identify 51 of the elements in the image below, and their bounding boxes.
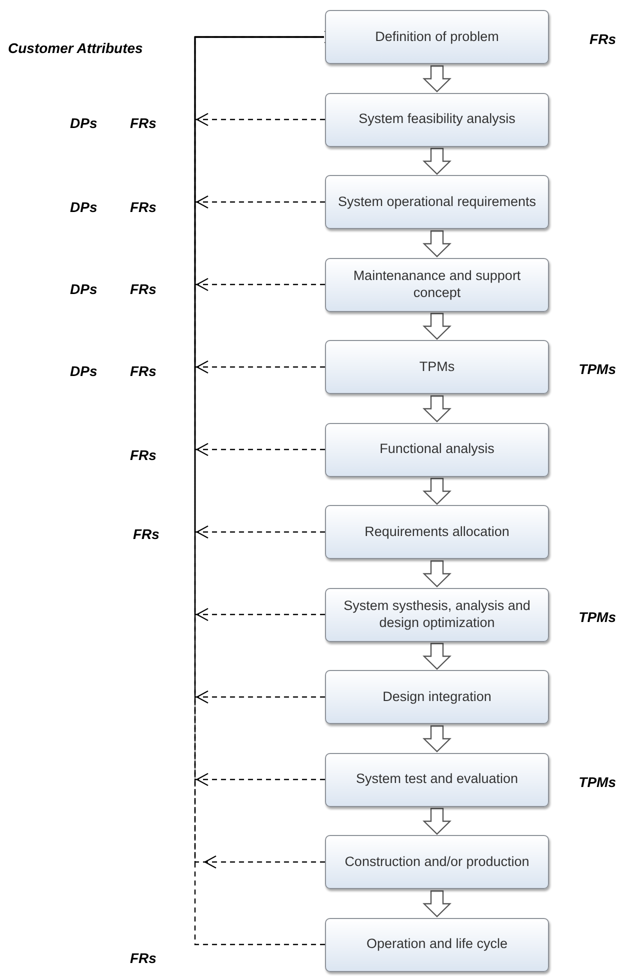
process-box [325, 92, 549, 146]
side-label: TPMs [578, 608, 616, 624]
block-arrow [422, 725, 452, 752]
side-label: TPMs [578, 361, 616, 377]
step-label: TPMs [419, 358, 455, 376]
step-label: Functional analysis [380, 441, 494, 458]
side-label: FRs [133, 526, 160, 542]
block-arrow [422, 148, 452, 175]
step-label: Design integration [382, 688, 492, 706]
side-label: FRs [130, 950, 156, 966]
block-arrow [422, 890, 452, 918]
process-box [325, 670, 549, 724]
side-label: DPs [70, 199, 98, 215]
process-box [325, 422, 549, 476]
process-box [325, 175, 549, 229]
process-box [325, 505, 549, 559]
process-box [325, 340, 549, 394]
block-arrow [422, 560, 452, 588]
side-label: Customer Attributes [8, 40, 143, 56]
step-label: Construction and/or production [344, 854, 530, 870]
step-label: Maintenanance and support concept [352, 268, 522, 301]
block-arrow [422, 230, 452, 258]
block-arrow [422, 808, 452, 835]
block-arrow [422, 395, 452, 422]
block-arrow [422, 65, 452, 92]
process-box [325, 918, 549, 972]
side-label: FRs [130, 199, 156, 215]
side-label: FRs [590, 31, 616, 47]
side-label: FRs [130, 363, 156, 379]
step-label: Definition of problem [375, 28, 499, 46]
process-box [325, 752, 549, 806]
process-box [325, 835, 549, 889]
step-label: System test and evaluation [356, 771, 518, 788]
step-label: System systhesis, analysis and design optimization [342, 598, 532, 631]
block-arrow [422, 312, 452, 340]
side-label: DPs [70, 115, 98, 131]
block-arrow [422, 642, 452, 670]
step-label: Operation and life cycle [366, 936, 508, 953]
process-box [325, 258, 549, 312]
step-label: System operational requirements [338, 194, 536, 210]
process-box [325, 588, 549, 642]
side-label: FRs [130, 447, 156, 463]
side-label: DPs [70, 363, 98, 379]
step-label: Requirements allocation [364, 524, 510, 540]
side-label: DPs [70, 281, 98, 297]
step-label: System feasibility analysis [358, 111, 516, 128]
side-label: FRs [130, 115, 156, 131]
block-arrow [422, 478, 452, 505]
process-box [325, 10, 549, 64]
side-label: TPMs [578, 774, 616, 790]
side-label: FRs [130, 281, 156, 297]
